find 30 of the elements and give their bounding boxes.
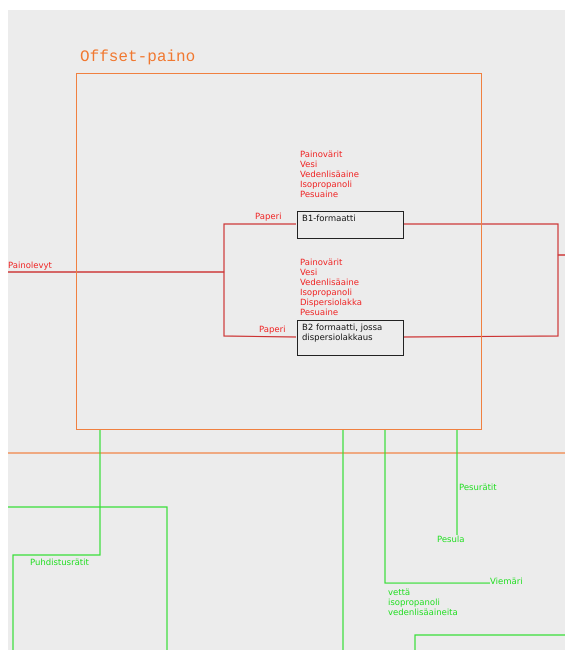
- material-label: Vesi: [300, 268, 318, 278]
- material-label: Pesuaine: [300, 190, 338, 200]
- flow-label: Painolevyt: [8, 261, 70, 272]
- machine-label: B1-formaatti: [302, 214, 357, 224]
- material-label: Vesi: [300, 160, 318, 170]
- material-label: Isopropanoli: [300, 288, 352, 298]
- material-label: Pesuaine: [300, 308, 338, 318]
- edge-label: Pesurätit: [459, 483, 497, 493]
- flow-line: [456, 430, 458, 535]
- machine-label: B2 formaatti, jossa dispersiolakkaus: [302, 323, 384, 343]
- flow-label: Pesula: [437, 535, 473, 546]
- flow-line: [403, 254, 565, 338]
- material-label: Painovärit: [300, 258, 342, 268]
- flow-line: [12, 430, 101, 650]
- material-label: Dispersiolakka: [300, 298, 362, 308]
- area-title: Offset-paino: [80, 48, 196, 66]
- material-label: Vedenlisäaine: [300, 278, 359, 288]
- flow-label: Viemäri: [490, 577, 532, 588]
- edge-label: vettä isopropanoli vedenlisäaineita: [388, 588, 458, 618]
- material-label: Vedenlisäaine: [300, 170, 359, 180]
- flow-line: [8, 271, 296, 338]
- edge-label: Paperi: [259, 325, 286, 335]
- machine-box: [297, 320, 404, 356]
- material-label: Isopropanoli: [300, 180, 352, 190]
- flow-line: [384, 430, 490, 584]
- edge-label: Puhdistusrätit: [30, 558, 89, 568]
- machine-box: [297, 211, 404, 239]
- edge-label: Paperi: [255, 212, 282, 222]
- material-label: Painovärit: [300, 150, 342, 160]
- flow-line: [342, 430, 344, 650]
